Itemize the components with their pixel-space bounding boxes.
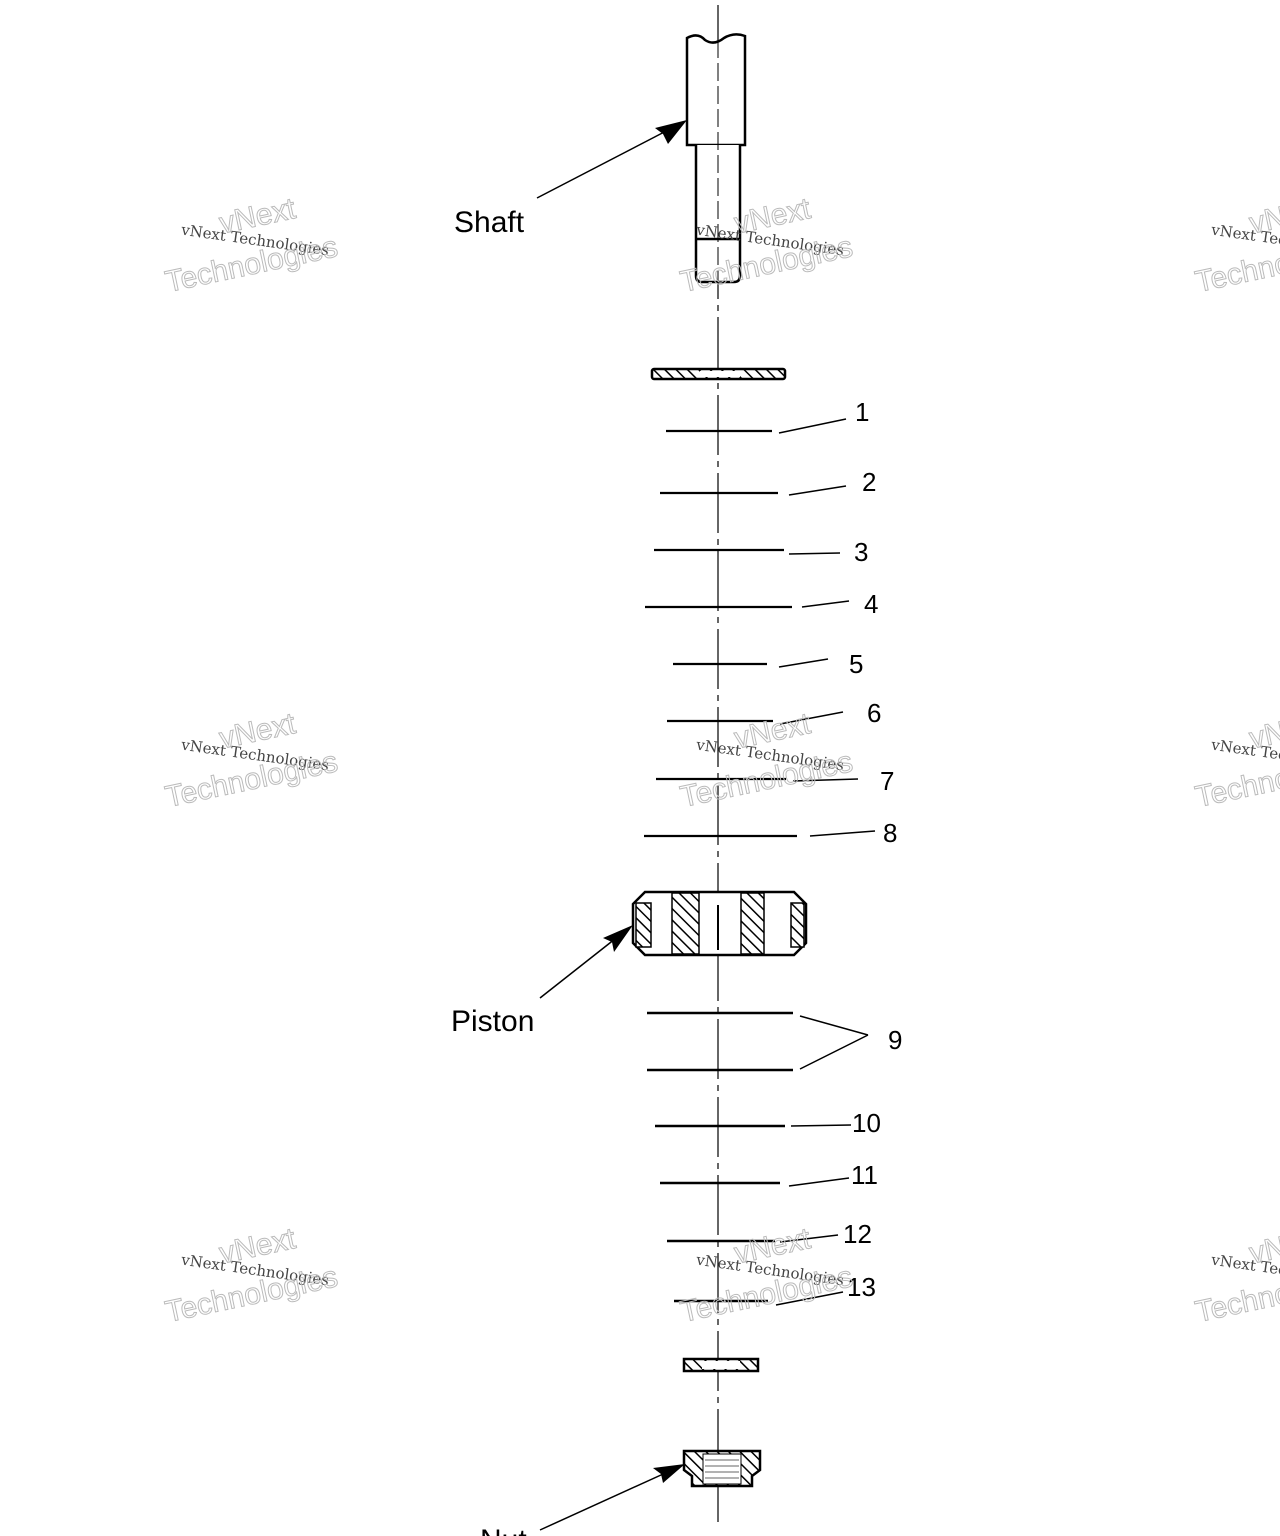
shaft-part xyxy=(685,33,747,284)
leader-9a xyxy=(799,1015,869,1036)
leader-11 xyxy=(788,1177,850,1187)
callout-6: 6 xyxy=(867,698,881,728)
callout-10: 10 xyxy=(852,1108,881,1138)
shaft-label: Shaft xyxy=(454,206,525,239)
leader-10 xyxy=(790,1124,852,1127)
callout-5: 5 xyxy=(849,649,863,679)
shim-stack-upper xyxy=(644,429,797,838)
leader-2 xyxy=(788,485,847,496)
callout-8: 8 xyxy=(883,818,897,848)
callout-4: 4 xyxy=(864,589,878,619)
callout-9: 9 xyxy=(888,1025,902,1055)
leader-4 xyxy=(801,600,850,608)
callout-12: 12 xyxy=(843,1219,872,1249)
leader-9b xyxy=(799,1034,869,1070)
shaft-callout-arrow xyxy=(536,120,687,199)
leader-1 xyxy=(778,418,847,434)
top-washer xyxy=(650,367,787,381)
piston-callout-arrow xyxy=(539,925,633,999)
piston-part xyxy=(631,890,808,957)
leader-5 xyxy=(778,658,829,668)
lower-washer xyxy=(682,1357,760,1373)
callout-leaders-lower xyxy=(775,1015,869,1306)
callout-11: 11 xyxy=(851,1160,878,1190)
leader-8 xyxy=(809,830,876,837)
piston-label: Piston xyxy=(451,1005,534,1038)
leader-7 xyxy=(792,778,859,782)
nut-label: Nut xyxy=(480,1524,527,1536)
leader-12 xyxy=(779,1234,839,1243)
leader-13 xyxy=(775,1291,844,1306)
callout-2: 2 xyxy=(862,467,876,497)
nut-callout-arrow xyxy=(539,1464,685,1531)
callout-leaders-upper xyxy=(778,418,876,837)
callout-3: 3 xyxy=(854,537,868,567)
leader-6 xyxy=(779,711,844,725)
callout-1: 1 xyxy=(855,397,869,427)
shim-stack-lower xyxy=(647,1011,793,1303)
callout-13: 13 xyxy=(847,1272,876,1302)
callout-7: 7 xyxy=(880,766,894,796)
nut-part xyxy=(682,1449,762,1488)
leader-3 xyxy=(788,552,841,555)
